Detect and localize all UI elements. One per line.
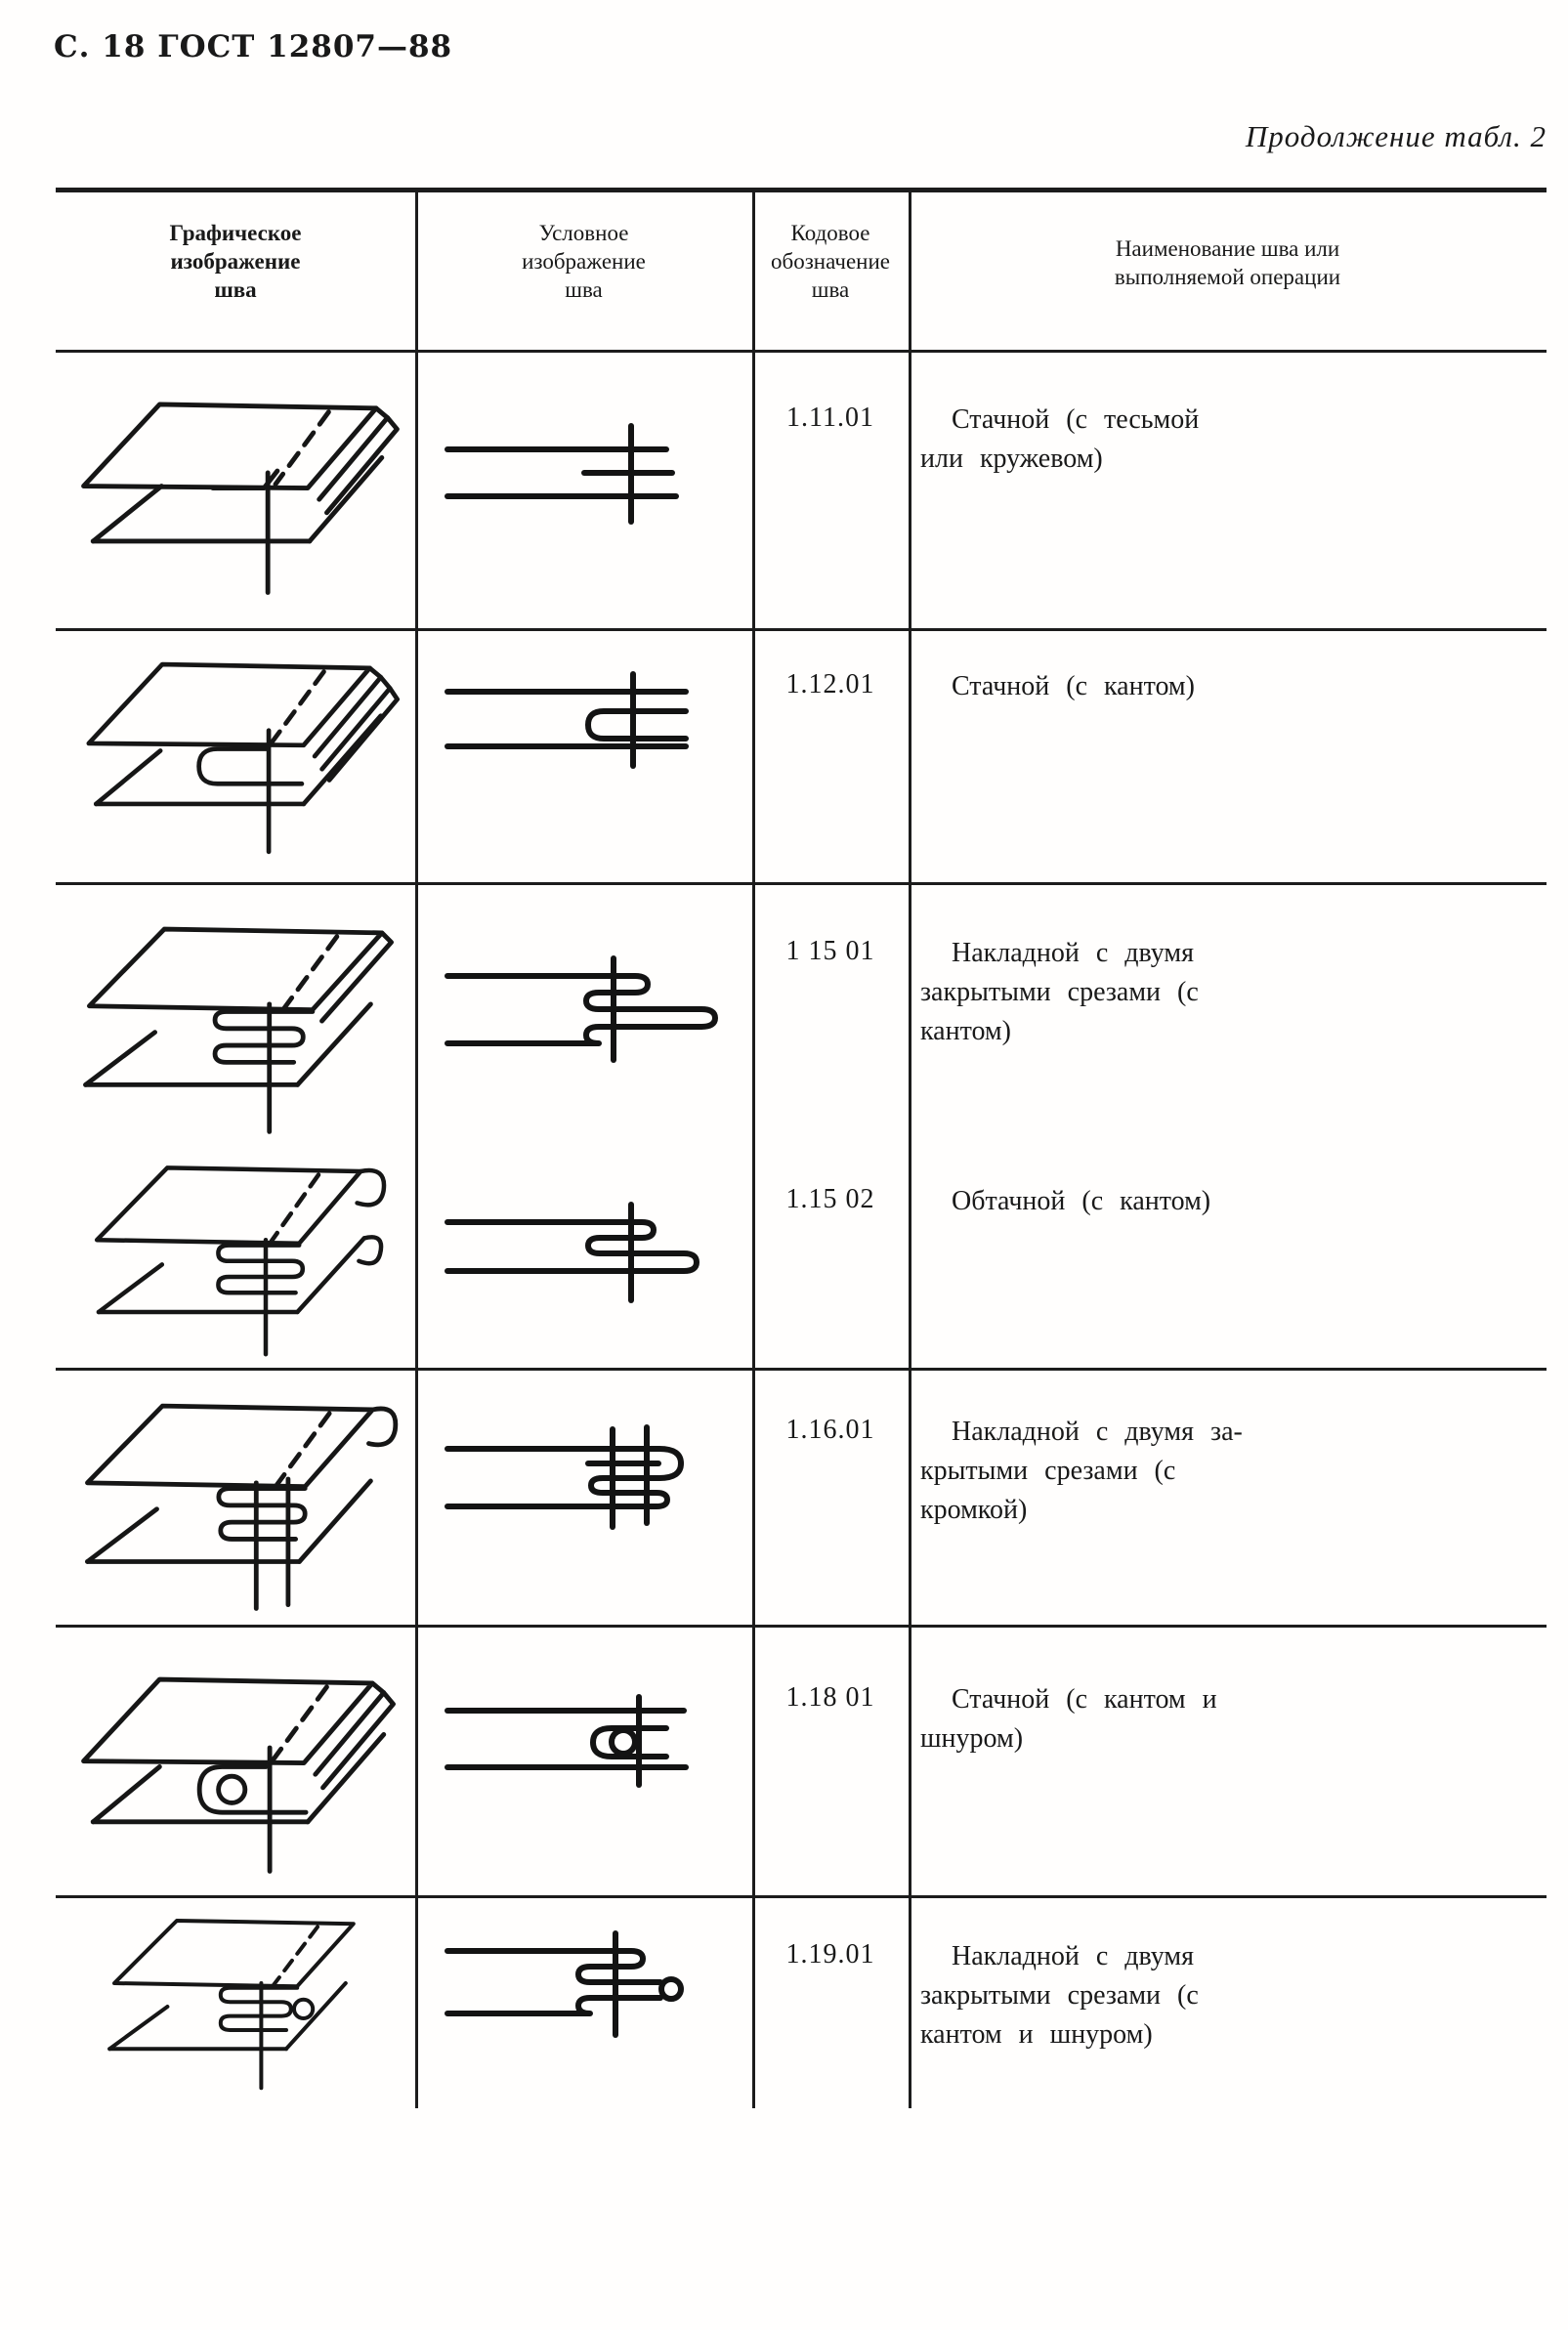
seam-symbol — [445, 955, 718, 1063]
row-divider — [56, 1895, 1547, 1898]
column-divider — [752, 191, 755, 2108]
seam-symbol — [445, 1424, 684, 1530]
seam-code: 1 15 01 — [785, 936, 875, 966]
column-divider — [909, 191, 911, 2108]
row-divider — [56, 1368, 1547, 1371]
seam-graphic — [86, 661, 401, 855]
column-divider — [415, 191, 418, 2108]
seam-name: Стачной (с кантом и шнуром) — [920, 1684, 1217, 1754]
seam-symbol — [445, 1694, 689, 1788]
seam-code: 1.16.01 — [785, 1415, 875, 1445]
seam-graphic — [81, 1676, 396, 1874]
seam-code: 1.12.01 — [785, 669, 875, 699]
column-header-name: Наименование шва или выполняемой операци… — [1114, 236, 1341, 289]
row-divider — [56, 628, 1547, 631]
seam-symbol — [445, 1930, 684, 2038]
seam-name: Стачной (с кантом) — [952, 671, 1195, 701]
column-header-graphic: Графическое изображение шва — [169, 221, 302, 302]
seam-graphic — [83, 926, 394, 1134]
seam-code: 1.11.01 — [786, 402, 874, 433]
seam-name: Накладной с двумя закрытыми срезами (с к… — [920, 1941, 1199, 2050]
seam-symbol — [445, 423, 679, 525]
seam-symbol — [445, 1202, 699, 1303]
header-bottom-rule — [56, 350, 1547, 353]
seam-name: Стачной (с тесьмой или кружевом) — [920, 404, 1200, 474]
seam-graphic — [94, 1165, 387, 1357]
column-header-conventional: Условное изображение шва — [522, 221, 646, 302]
seam-graphic — [107, 1919, 356, 2091]
seam-name: Накладной с двумя за- крытыми срезами (с… — [920, 1417, 1243, 1525]
table-caption: Продолжение табл. 2 — [1245, 119, 1547, 153]
seam-name: Накладной с двумя закрытыми срезами (с к… — [920, 938, 1199, 1046]
seam-graphic — [81, 402, 400, 595]
row-divider — [56, 1625, 1547, 1628]
page-header: С. 18 ГОСТ 12807—88 — [54, 29, 453, 64]
seam-code: 1.19.01 — [785, 1939, 875, 1970]
table-top-rule — [56, 188, 1547, 192]
seam-code: 1.18 01 — [785, 1682, 875, 1713]
seam-symbol — [445, 671, 689, 769]
seam-graphic — [85, 1403, 399, 1611]
row-divider — [56, 882, 1547, 885]
column-header-code: Кодовое обозначение шва — [771, 221, 890, 302]
seam-code: 1.15 02 — [785, 1184, 875, 1214]
seam-name: Обтачной (с кантом) — [952, 1186, 1211, 1216]
